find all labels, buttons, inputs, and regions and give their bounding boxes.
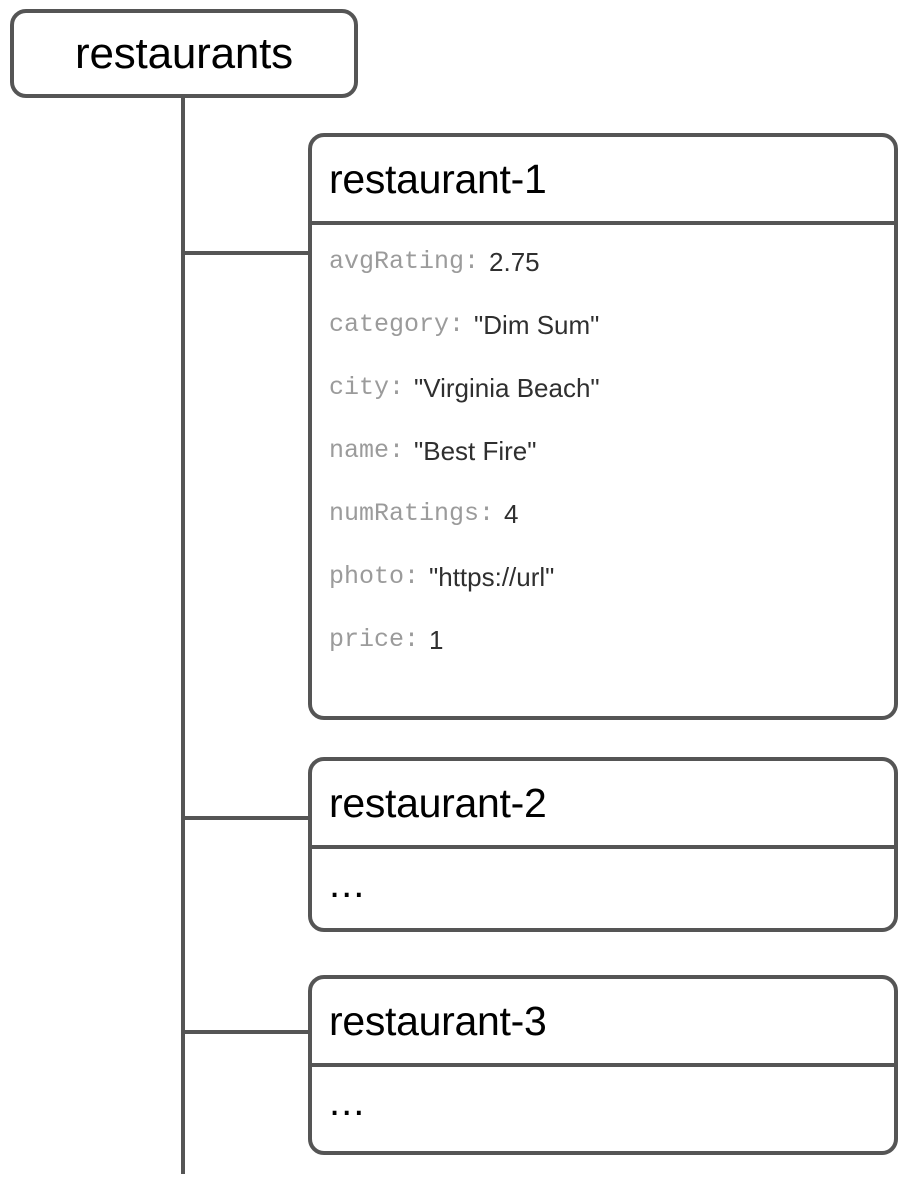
field-row: ...	[329, 862, 894, 928]
field-key: numRatings:	[329, 499, 495, 528]
field-row: photo: "https://url"	[329, 562, 894, 625]
document-card-restaurant-1[interactable]: restaurant-1 avgRating: 2.75 category: "…	[308, 133, 898, 720]
collection-node-restaurants[interactable]: restaurants	[10, 9, 358, 98]
document-title: restaurant-3	[329, 997, 547, 1044]
document-card-header: restaurant-1	[312, 137, 894, 225]
branch-line-restaurant-2	[183, 816, 310, 820]
document-card-restaurant-2[interactable]: restaurant-2 ...	[308, 757, 898, 932]
field-value: "Best Fire"	[414, 436, 537, 466]
field-value: 1	[429, 625, 444, 655]
document-fields-list: avgRating: 2.75 category: "Dim Sum" city…	[312, 225, 894, 688]
field-row: name: "Best Fire"	[329, 436, 894, 499]
document-card-header: restaurant-3	[312, 979, 894, 1067]
field-value: "Dim Sum"	[474, 310, 600, 340]
fields-placeholder: ...	[329, 1080, 366, 1124]
document-card-header: restaurant-2	[312, 761, 894, 849]
collection-node-label: restaurants	[75, 28, 293, 78]
field-value: 2.75	[489, 247, 540, 277]
document-card-restaurant-3[interactable]: restaurant-3 ...	[308, 975, 898, 1155]
document-title: restaurant-1	[329, 155, 547, 202]
document-title: restaurant-2	[329, 779, 547, 826]
field-row: avgRating: 2.75	[329, 247, 894, 310]
collection-trunk-line	[181, 96, 185, 1174]
field-value: 4	[504, 499, 519, 529]
field-key: city:	[329, 373, 405, 402]
field-row: category: "Dim Sum"	[329, 310, 894, 373]
field-key: category:	[329, 310, 465, 339]
field-row: ...	[329, 1080, 894, 1148]
branch-line-restaurant-3	[183, 1030, 310, 1034]
fields-placeholder: ...	[329, 862, 366, 906]
field-key: photo:	[329, 562, 420, 591]
branch-line-restaurant-1	[183, 251, 310, 255]
field-row: price: 1	[329, 625, 894, 688]
field-row: numRatings: 4	[329, 499, 894, 562]
field-value: "https://url"	[429, 562, 555, 592]
field-key: avgRating:	[329, 247, 480, 276]
field-row: city: "Virginia Beach"	[329, 373, 894, 436]
document-fields-list: ...	[312, 1067, 894, 1148]
field-key: price:	[329, 625, 420, 654]
field-value: "Virginia Beach"	[414, 373, 600, 403]
document-fields-list: ...	[312, 849, 894, 928]
field-key: name:	[329, 436, 405, 465]
